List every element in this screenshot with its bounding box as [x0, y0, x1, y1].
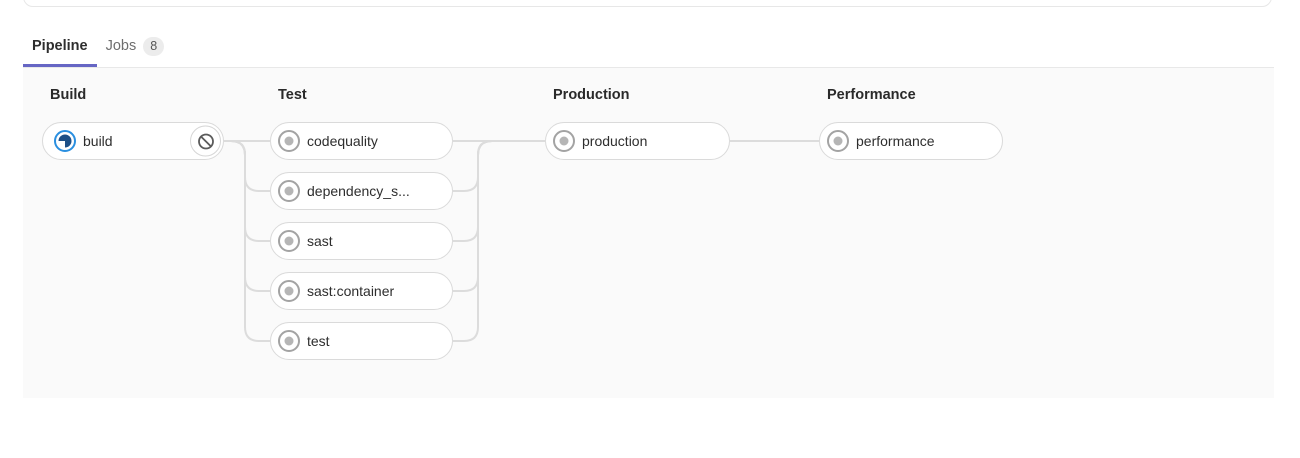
- job-sast[interactable]: sast: [270, 222, 453, 260]
- connector-lines: [224, 140, 819, 342]
- created-status-icon: [278, 280, 300, 302]
- job-label: production: [582, 133, 648, 149]
- job-production[interactable]: production: [545, 122, 730, 160]
- job-label: performance: [856, 133, 935, 149]
- previous-card-bottom-edge: [23, 0, 1272, 7]
- job-label: codequality: [307, 133, 378, 149]
- tab-pipeline-label: Pipeline: [32, 38, 88, 54]
- job-label: sast:container: [307, 283, 395, 299]
- stage-title-production: Production: [553, 87, 630, 103]
- job-label: dependency_s...: [307, 183, 410, 199]
- tab-pipeline[interactable]: Pipeline: [23, 25, 97, 67]
- job-sast-container[interactable]: sast:container: [270, 272, 453, 310]
- created-status-icon: [278, 330, 300, 352]
- jobs-count-badge: 8: [143, 36, 165, 56]
- tab-jobs-label: Jobs: [105, 38, 137, 54]
- created-status-icon: [278, 230, 300, 252]
- stage-title-build: Build: [50, 87, 87, 103]
- job-label: test: [307, 333, 330, 349]
- ban-icon: [197, 133, 214, 149]
- job-test[interactable]: test: [270, 322, 453, 360]
- pipeline-tabs-bar: Pipeline Jobs 8: [23, 8, 1274, 68]
- job-performance[interactable]: performance: [819, 122, 1003, 160]
- created-status-icon: [278, 180, 300, 202]
- stage-title-performance: Performance: [827, 87, 916, 103]
- job-label: build: [83, 133, 113, 149]
- cancel-job-button[interactable]: [190, 125, 221, 157]
- created-status-icon: [553, 130, 575, 152]
- created-status-icon: [827, 130, 849, 152]
- running-status-icon: [54, 130, 76, 152]
- tab-jobs[interactable]: Jobs 8: [97, 25, 174, 67]
- pipeline-graph: Build Test Production Performance build …: [23, 68, 1274, 398]
- stage-title-test: Test: [278, 87, 307, 103]
- job-dependency-scanning[interactable]: dependency_s...: [270, 172, 453, 210]
- job-build[interactable]: build: [42, 122, 224, 160]
- created-status-icon: [278, 130, 300, 152]
- job-label: sast: [307, 233, 333, 249]
- job-codequality[interactable]: codequality: [270, 122, 453, 160]
